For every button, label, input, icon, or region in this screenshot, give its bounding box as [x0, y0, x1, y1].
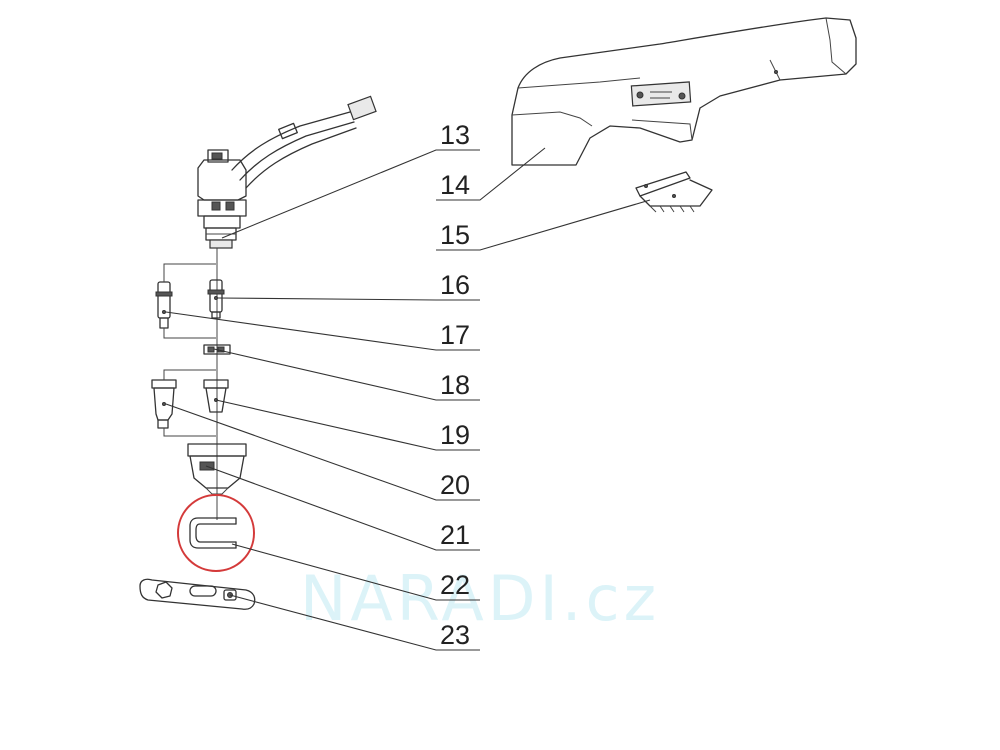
torch-head-with-cable: [197, 95, 377, 249]
trigger-switch: [635, 171, 713, 213]
callout-19: 19: [440, 420, 470, 450]
torch-handle: [511, 17, 857, 166]
callout-17: 17: [440, 320, 470, 350]
spacer-guide: [189, 517, 237, 549]
callout-21: 21: [440, 520, 470, 550]
electrode-alt: [155, 263, 216, 339]
watermark-text: NARADI.cz: [300, 562, 660, 635]
nozzle-alt: [151, 369, 216, 437]
highlight-circle: [177, 494, 255, 572]
callout-labels: 13 14 15 16 17 18 19 20 21 22 23: [440, 120, 470, 650]
callout-13: 13: [440, 120, 470, 150]
wrench-tool: [139, 578, 256, 610]
callout-18: 18: [440, 370, 470, 400]
nozzle: [203, 379, 229, 413]
callout-20: 20: [440, 470, 470, 500]
leader-lines: [165, 147, 651, 651]
callout-23: 23: [440, 620, 470, 650]
callout-14: 14: [440, 170, 470, 200]
callout-22: 22: [440, 570, 470, 600]
callout-15: 15: [440, 220, 470, 250]
callout-16: 16: [440, 270, 470, 300]
electrode: [207, 279, 225, 319]
